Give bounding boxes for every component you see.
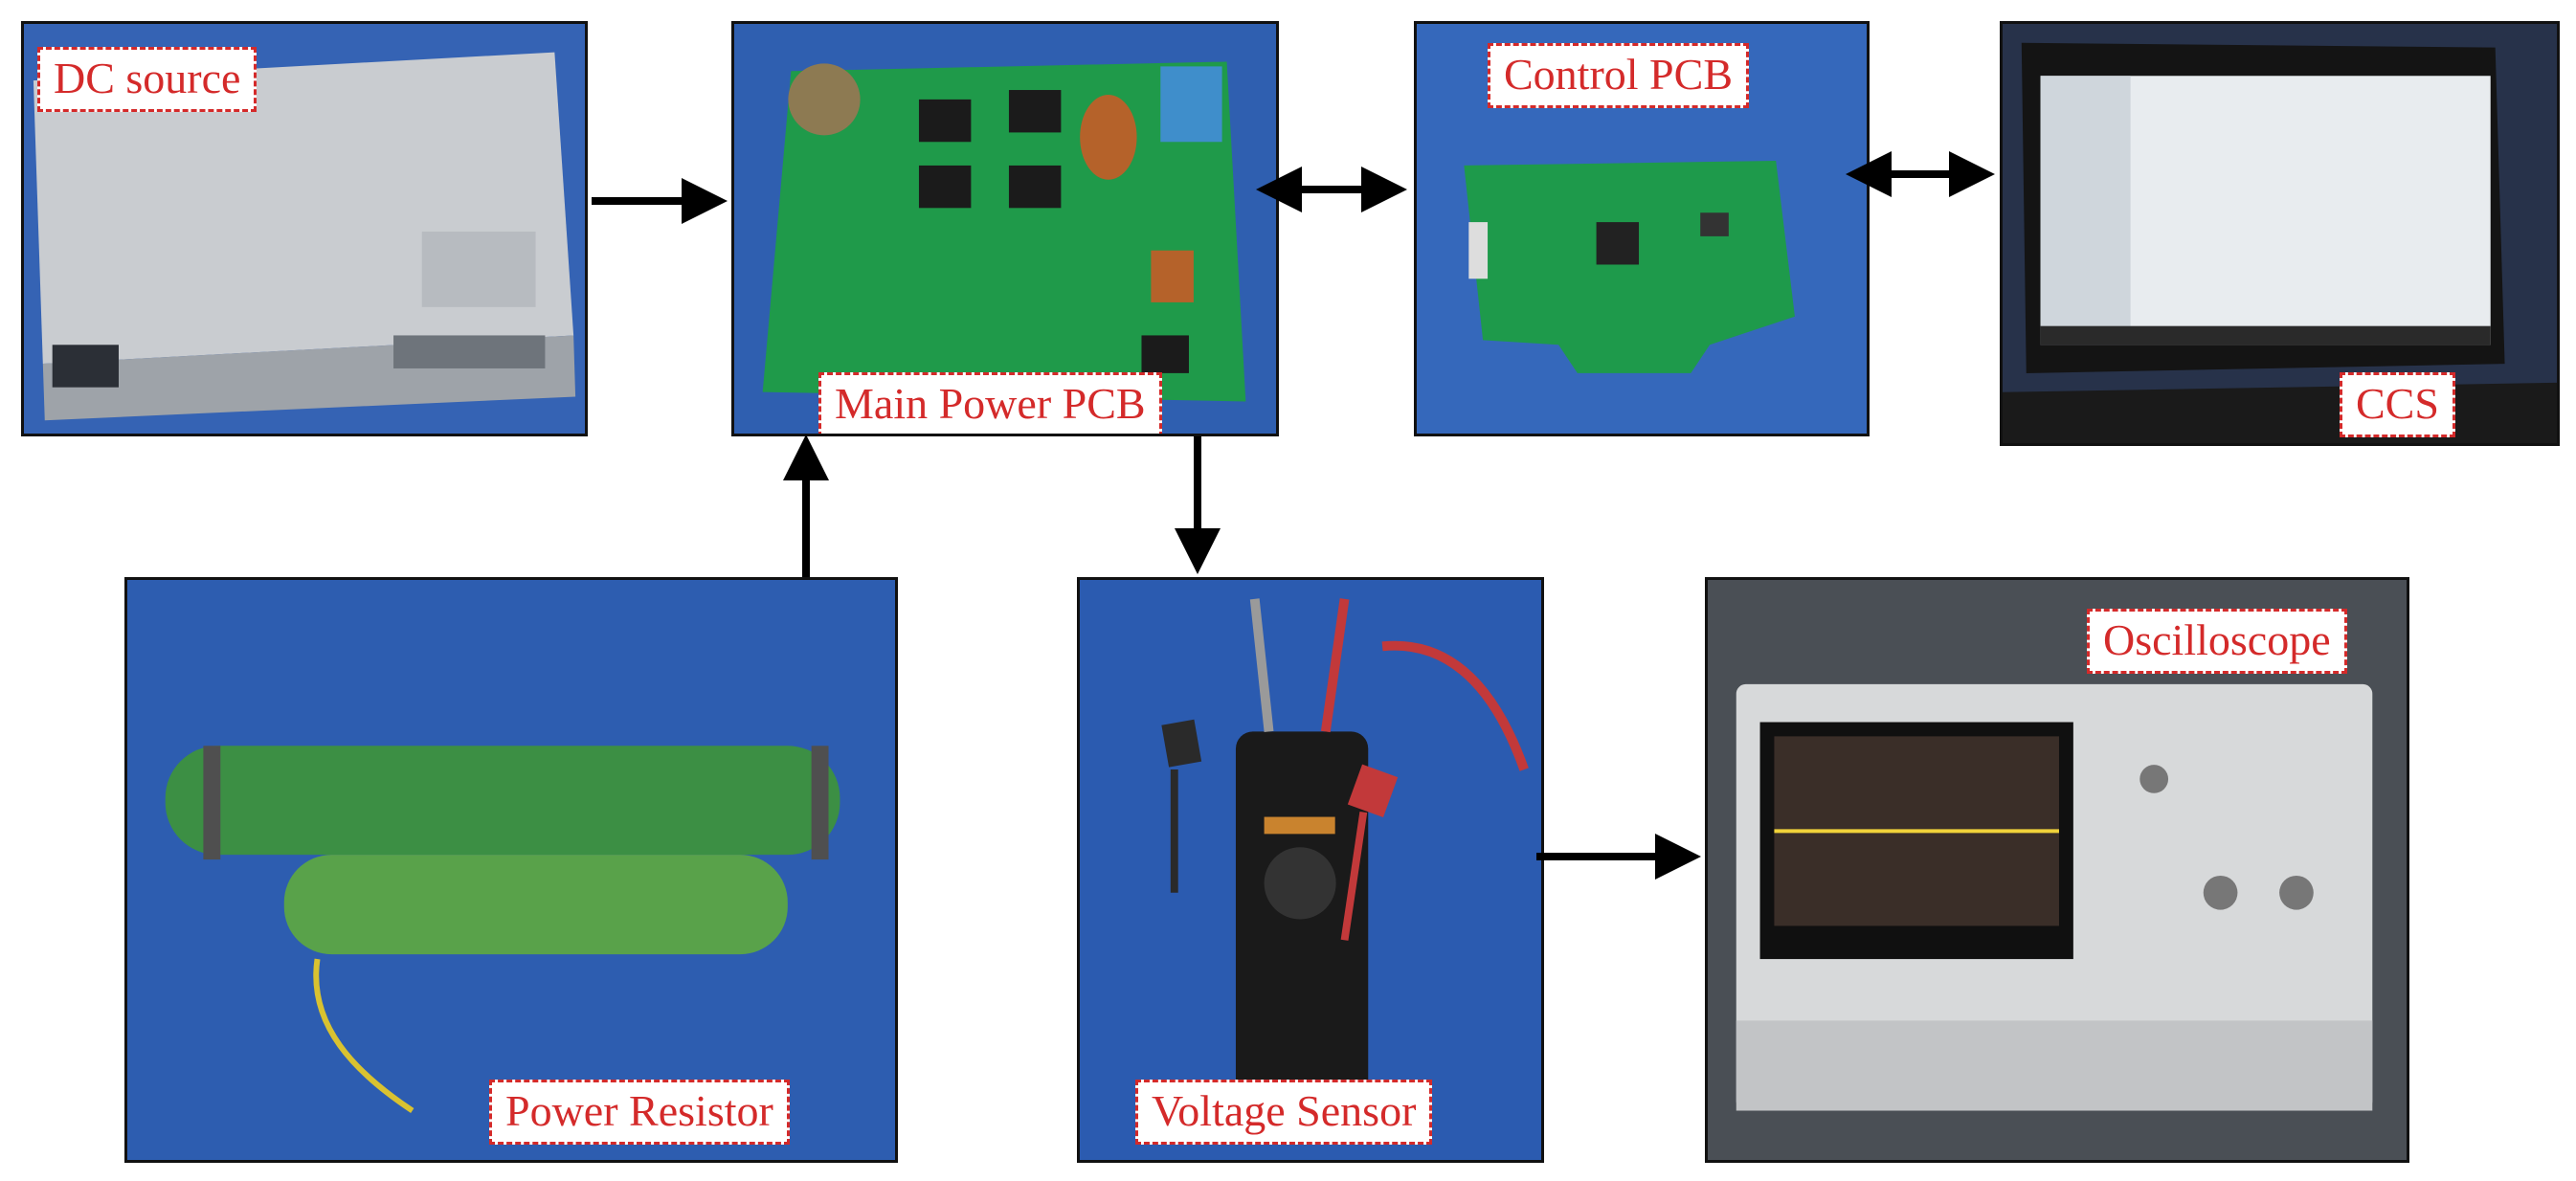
voltage-sensor-panel: Voltage Sensor (1077, 577, 1544, 1163)
dc-source-panel: DC source (21, 21, 588, 436)
voltage-sensor-label: Voltage Sensor (1135, 1080, 1433, 1145)
oscilloscope-label: Oscilloscope (2087, 609, 2347, 674)
control-pcb-label: Control PCB (1488, 43, 1750, 108)
dc-source-label: DC source (37, 47, 258, 112)
voltage-sensor-photo (1080, 580, 1541, 1160)
main-power-pcb-photo (734, 24, 1276, 434)
ccs-photo (2003, 24, 2557, 443)
power-resistor-panel: Power Resistor (124, 577, 898, 1163)
main-power-pcb-label: Main Power PCB (818, 372, 1162, 434)
power-resistor-photo (127, 580, 895, 1160)
ccs-label: CCS (2340, 372, 2455, 437)
oscilloscope-photo (1708, 580, 2407, 1160)
power-resistor-label: Power Resistor (489, 1080, 790, 1145)
control-pcb-panel: Control PCB (1414, 21, 1870, 436)
oscilloscope-panel: Oscilloscope (1705, 577, 2409, 1163)
main-power-pcb-panel: Main Power PCB (731, 21, 1279, 436)
ccs-panel: CCS (2000, 21, 2560, 446)
dc-source-photo (24, 24, 585, 434)
